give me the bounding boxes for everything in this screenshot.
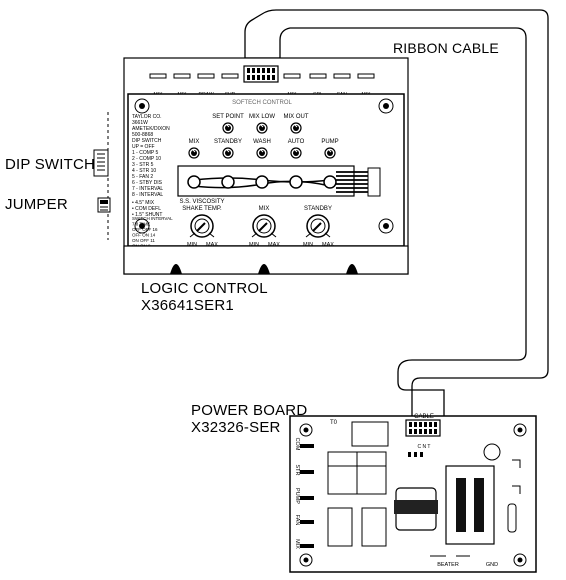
info-line: 500-8868	[132, 132, 153, 138]
max-label: MAX	[206, 242, 218, 248]
svg-text:BEATER: BEATER	[437, 562, 459, 568]
info-line: UP = OFF	[132, 144, 155, 150]
power-board: CABLE C N T T0 COM STR PUMP FAN MIX	[289, 414, 537, 573]
svg-text:T0: T0	[330, 420, 338, 426]
interval-row: OFF ON 14	[132, 233, 156, 238]
info-line: 1 - COMP 5	[132, 150, 159, 156]
power-board-title: POWER BOARD	[191, 402, 308, 419]
jumper-line: • 1.5" SHUNT	[132, 212, 162, 218]
min-label: MIN	[303, 242, 313, 248]
pot-label: STANDBY	[304, 206, 332, 212]
info-line: 4 - STR 10	[132, 168, 156, 174]
mid-knob-label: MIX	[189, 139, 200, 145]
info-line: DIP SWITCH	[132, 138, 162, 144]
power-board-part-number: X32326-SER	[191, 419, 281, 436]
logic-control-board: MIXLOWMIXOUTDRAWSHRPUMPMIX1SRLPROBEFANMI…	[107, 57, 409, 275]
top-knob-label: SET POINT	[212, 114, 244, 120]
svg-text:GND: GND	[486, 562, 498, 568]
min-label: MIN	[187, 242, 197, 248]
info-line: 6 - STBY DIS	[132, 180, 163, 186]
terminal	[300, 496, 314, 500]
info-line: 3 - STR 5	[132, 162, 154, 168]
interval-row: SWITCH INTERVAL	[132, 216, 173, 221]
dip-switch	[93, 149, 109, 177]
keypad-ribbon	[177, 165, 381, 197]
svg-text:C N T: C N T	[418, 444, 431, 450]
ribbon-cable-label: RIBBON CABLE	[393, 40, 499, 56]
logic-control-part-number: X36641SER1	[141, 297, 234, 314]
info-line: 7 - INTERVAL	[132, 186, 163, 192]
info-line: TAYLOR CO.	[132, 114, 162, 120]
logic-control-title: LOGIC CONTROL	[141, 280, 268, 297]
mid-knob-label: AUTO	[288, 139, 305, 145]
pot-label: S.S. VISCOSITY	[179, 199, 224, 205]
pot-label: SHAKE TEMP.	[182, 206, 222, 212]
power-mounting-screw	[299, 423, 527, 567]
svg-text:CABLE: CABLE	[414, 414, 434, 420]
max-label: MAX	[322, 242, 334, 248]
jumper-line: • COM DEFL	[132, 206, 161, 212]
jumper-label: JUMPER	[5, 196, 68, 213]
interval-row: 7 8 TIME	[132, 222, 150, 227]
terminal-label: STR	[294, 465, 300, 476]
terminal	[300, 470, 314, 474]
power-ribbon-connector	[405, 419, 441, 437]
terminal-label: FAN	[294, 515, 300, 526]
terminal-label: MIX	[294, 539, 300, 549]
max-label: MAX	[268, 242, 280, 248]
terminal	[300, 444, 314, 448]
jumper	[97, 197, 111, 213]
top-knob-label: MIX OUT	[284, 114, 309, 120]
info-line: AMETEK/DIXON	[132, 126, 170, 132]
info-line: 3661W	[132, 120, 148, 126]
mid-knob-label: STANDBY	[214, 139, 242, 145]
jumper-line: • 4.5" MIX	[132, 200, 155, 206]
logic-ribbon-connector	[243, 65, 279, 83]
mounting-screw	[134, 98, 394, 234]
info-line: 5 - FAN 2	[132, 174, 153, 180]
terminal	[300, 544, 314, 548]
terminal-label: COM	[294, 438, 300, 451]
interval-row: OFF OFF 16	[132, 227, 158, 232]
mid-knob-label: PUMP	[321, 139, 338, 145]
info-line: 8 - INTERVAL	[132, 192, 163, 198]
led-strip	[149, 73, 375, 79]
interval-row: ON OFF 11	[132, 238, 155, 243]
svg-text:SOFTECH CONTROL: SOFTECH CONTROL	[232, 100, 292, 106]
top-knob-label: MIX LOW	[249, 114, 275, 120]
min-label: MIN	[249, 242, 259, 248]
terminal-label: PUMP	[294, 488, 300, 504]
info-line: 2 - COMP 10	[132, 156, 161, 162]
terminal	[300, 520, 314, 524]
dip-switch-label: DIP SWITCH	[5, 156, 96, 173]
pot-label: MIX	[259, 206, 270, 212]
mid-knob-label: WASH	[253, 139, 271, 145]
